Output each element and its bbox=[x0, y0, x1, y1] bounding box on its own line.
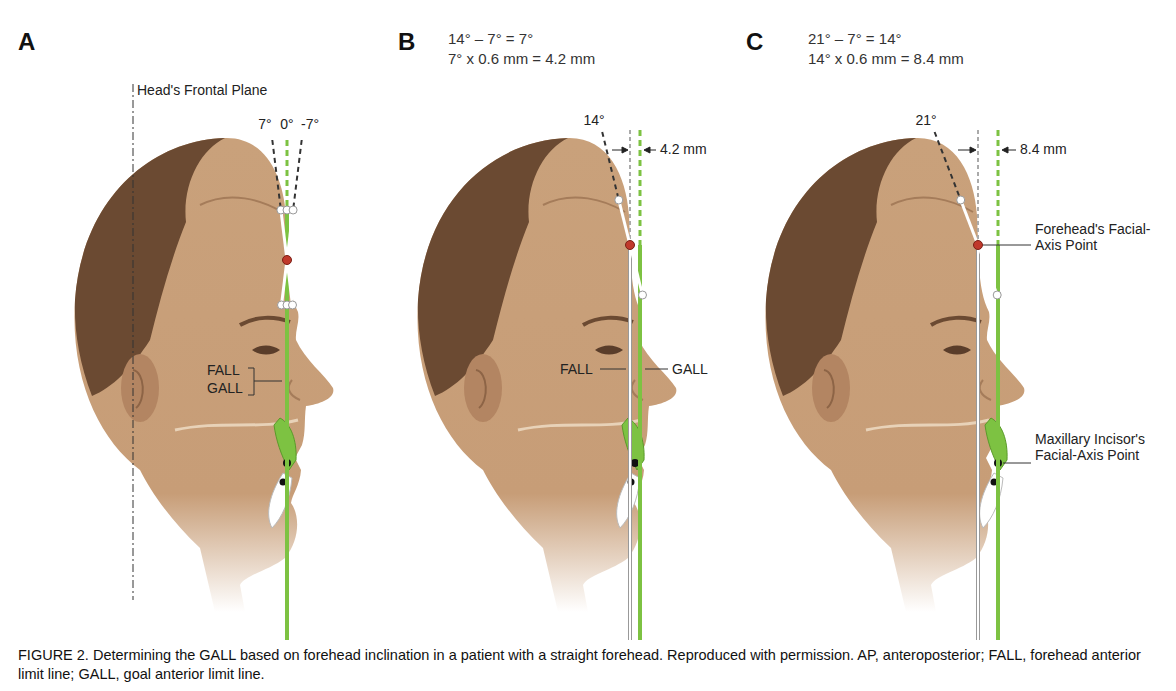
panel-letter: A bbox=[18, 28, 35, 56]
forehead-line bbox=[282, 210, 294, 305]
forehead-fa-point bbox=[626, 241, 635, 250]
equation: 14° – 7° = 7° bbox=[448, 30, 533, 48]
leader-line bbox=[600, 369, 668, 370]
line-label: GALL bbox=[207, 380, 243, 396]
gall-line bbox=[996, 245, 1000, 640]
forehead-line bbox=[619, 200, 643, 295]
forehead-fa-point bbox=[974, 241, 983, 250]
fall-line-edge bbox=[628, 245, 632, 640]
gall-dashed bbox=[997, 130, 1000, 245]
angle-dashed bbox=[272, 140, 281, 210]
angle-label: 7° bbox=[258, 116, 271, 132]
angle-label: 0° bbox=[280, 116, 293, 132]
head-profile bbox=[74, 138, 333, 612]
line-label: GALL bbox=[672, 361, 708, 377]
head-profile bbox=[417, 138, 676, 612]
head-profile bbox=[765, 138, 1024, 612]
fall-line bbox=[629, 245, 631, 640]
angle-dashed bbox=[602, 132, 619, 200]
leader-line bbox=[983, 245, 1031, 463]
figure-caption: FIGURE 2. Determining the GALL based on … bbox=[18, 646, 1158, 684]
frontal-plane-line bbox=[133, 84, 134, 600]
dimension-label: 4.2 mm bbox=[660, 141, 707, 157]
forehead-line bbox=[961, 200, 998, 295]
end-dots bbox=[277, 206, 297, 309]
angle-dashed bbox=[293, 140, 302, 210]
end-dots bbox=[957, 196, 1002, 299]
dimension-arrows bbox=[612, 147, 656, 153]
forehead-fa-point bbox=[283, 256, 292, 265]
end-dots bbox=[615, 196, 647, 299]
plane-label: Head's Frontal Plane bbox=[137, 82, 267, 98]
line-label: FALL bbox=[207, 362, 240, 378]
fall-line-edge bbox=[976, 245, 980, 640]
callout-label: Maxillary Incisor's Facial-Axis Point bbox=[1035, 431, 1163, 463]
equation: 21° – 7° = 14° bbox=[808, 30, 901, 48]
fall-line bbox=[977, 245, 979, 640]
gall-line bbox=[638, 245, 642, 640]
angle-label: -7° bbox=[301, 116, 319, 132]
forehead-line bbox=[281, 210, 293, 305]
angle-label: 14° bbox=[583, 112, 604, 128]
bracket-leader bbox=[248, 368, 282, 395]
angle-label: 21° bbox=[915, 112, 936, 128]
panel-letter: B bbox=[398, 28, 415, 56]
dimension-arrows bbox=[958, 147, 1016, 153]
callout-label: Forehead's Facial-Axis Point bbox=[1035, 221, 1163, 253]
dimension-label: 8.4 mm bbox=[1020, 141, 1067, 157]
equation: 7° x 0.6 mm = 4.2 mm bbox=[448, 50, 595, 68]
panel-letter: C bbox=[746, 28, 763, 56]
fall-dashed bbox=[977, 130, 979, 245]
gall-dashed bbox=[286, 140, 289, 210]
angle-dashed bbox=[935, 132, 961, 200]
equation: 14° x 0.6 mm = 8.4 mm bbox=[808, 50, 964, 68]
fall-dashed bbox=[629, 130, 631, 245]
gall-dashed bbox=[639, 130, 642, 245]
line-label: FALL bbox=[560, 361, 593, 377]
